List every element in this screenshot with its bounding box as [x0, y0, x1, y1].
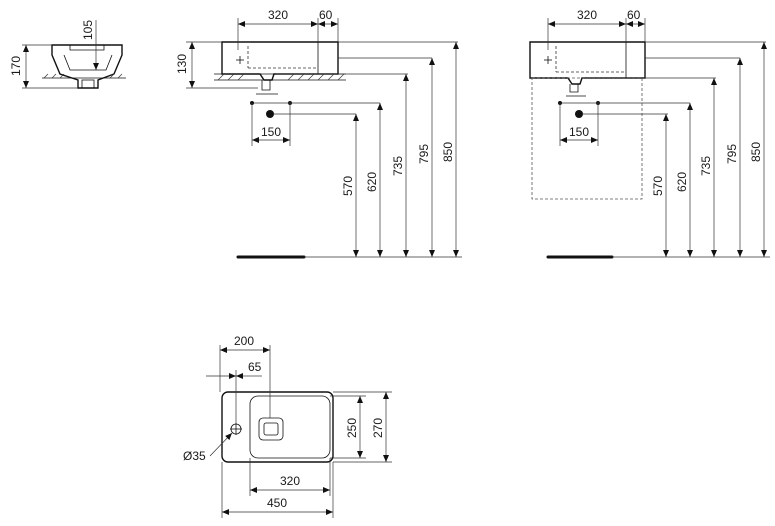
dim-front-620: 620 [365, 172, 379, 192]
dim-front-735: 735 [391, 156, 405, 176]
dim-front-850: 850 [441, 142, 455, 162]
dim-cab-795: 795 [725, 144, 739, 164]
dim-front-60: 60 [319, 8, 333, 22]
dim-cab-320: 320 [577, 8, 597, 22]
dim-side-170: 170 [9, 56, 23, 76]
dim-front-130: 130 [175, 54, 189, 74]
dim-front-320: 320 [268, 8, 288, 22]
dim-top-320: 320 [280, 474, 300, 488]
front-view-wall: 320 60 130 150 570 620 735 795 85 [175, 8, 462, 259]
dim-front-150: 150 [261, 125, 281, 139]
top-view: 200 65 250 270 Ø35 320 450 [183, 334, 392, 518]
front-view-cabinet: 320 60 150 570 620 735 795 850 [529, 8, 770, 259]
dim-top-d35: Ø35 [183, 449, 206, 463]
dim-cab-620: 620 [675, 172, 689, 192]
dim-top-65: 65 [248, 360, 262, 374]
side-view: 170 105 [9, 20, 126, 89]
dim-front-570: 570 [341, 176, 355, 196]
dim-top-270: 270 [371, 418, 385, 438]
dim-cab-150: 150 [569, 125, 589, 139]
dim-top-450: 450 [267, 496, 287, 510]
dim-cab-850: 850 [749, 142, 763, 162]
dim-top-250: 250 [345, 418, 359, 438]
dim-cab-735: 735 [699, 156, 713, 176]
dim-top-200: 200 [234, 334, 254, 348]
dim-cab-570: 570 [651, 176, 665, 196]
dim-side-105: 105 [81, 20, 95, 40]
dim-cab-60: 60 [627, 8, 641, 22]
dim-front-795: 795 [417, 144, 431, 164]
